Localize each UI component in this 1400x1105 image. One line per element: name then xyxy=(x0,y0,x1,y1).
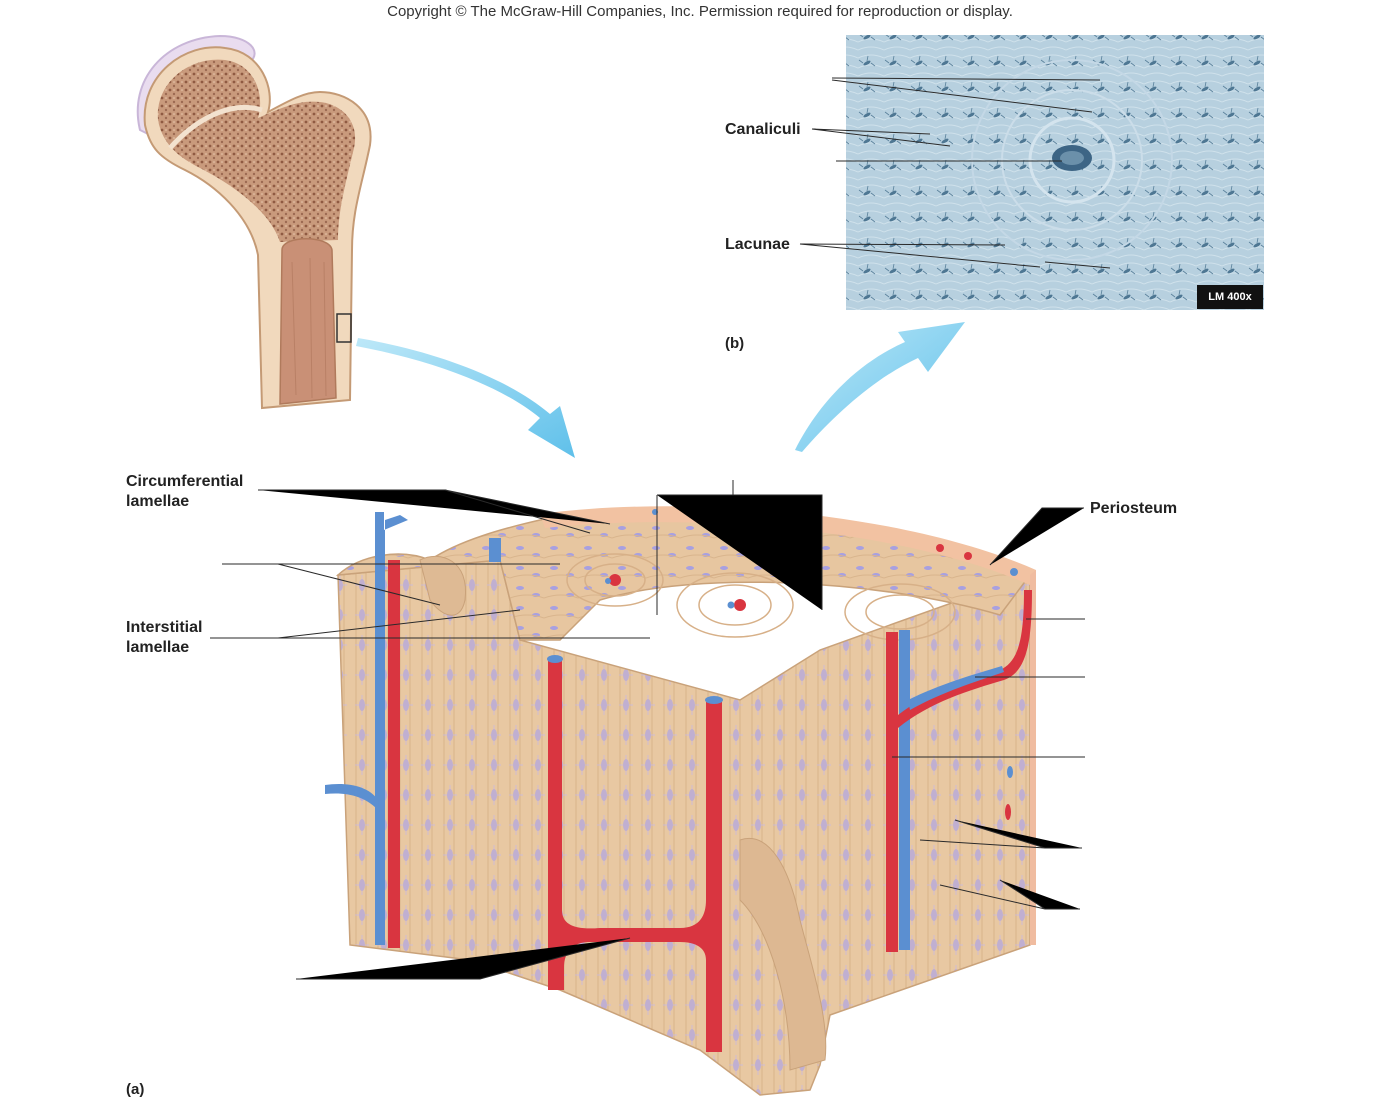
label-lacunae: Lacunae xyxy=(725,236,790,253)
label-periosteum: Periosteum xyxy=(1090,500,1178,517)
vein-stub xyxy=(489,538,501,562)
label-line: lamellae xyxy=(126,493,190,510)
vein xyxy=(375,512,408,945)
label-canaliculi: Canaliculi xyxy=(725,121,801,138)
label-line: Circumferential xyxy=(126,473,244,490)
osteon xyxy=(676,572,794,638)
periosteal-artery xyxy=(898,590,1032,728)
section-marker xyxy=(336,313,352,343)
artery xyxy=(388,560,400,948)
femur-illustration xyxy=(136,34,372,410)
panel-label-b: (b) xyxy=(725,335,745,352)
osteon xyxy=(566,553,664,607)
magnification-badge: LM 400x xyxy=(1197,285,1263,309)
medullary-cavity xyxy=(279,238,337,405)
panel-label-a: (a) xyxy=(126,1081,145,1098)
curved-arrow-icon xyxy=(356,338,575,458)
label-line: lamellae xyxy=(126,639,190,656)
vein xyxy=(899,630,910,950)
label-interstitial-lamellae: Interstitial lamellae xyxy=(126,618,202,658)
curved-arrow-icon xyxy=(795,322,965,452)
label-line: Interstitial xyxy=(126,619,203,636)
vein-branch xyxy=(325,783,380,812)
femur-spongy-bone xyxy=(157,59,356,242)
artery xyxy=(886,632,898,952)
light-micrograph xyxy=(799,35,1264,310)
bone-front-face xyxy=(337,559,1031,1096)
compact-bone-block xyxy=(210,480,1085,1096)
copyright-notice: Copyright © The McGraw-Hill Companies, I… xyxy=(387,3,1013,20)
epiphyseal-line xyxy=(168,104,263,150)
label-circumferential-lamellae: Circumferential lamellae xyxy=(126,472,243,512)
